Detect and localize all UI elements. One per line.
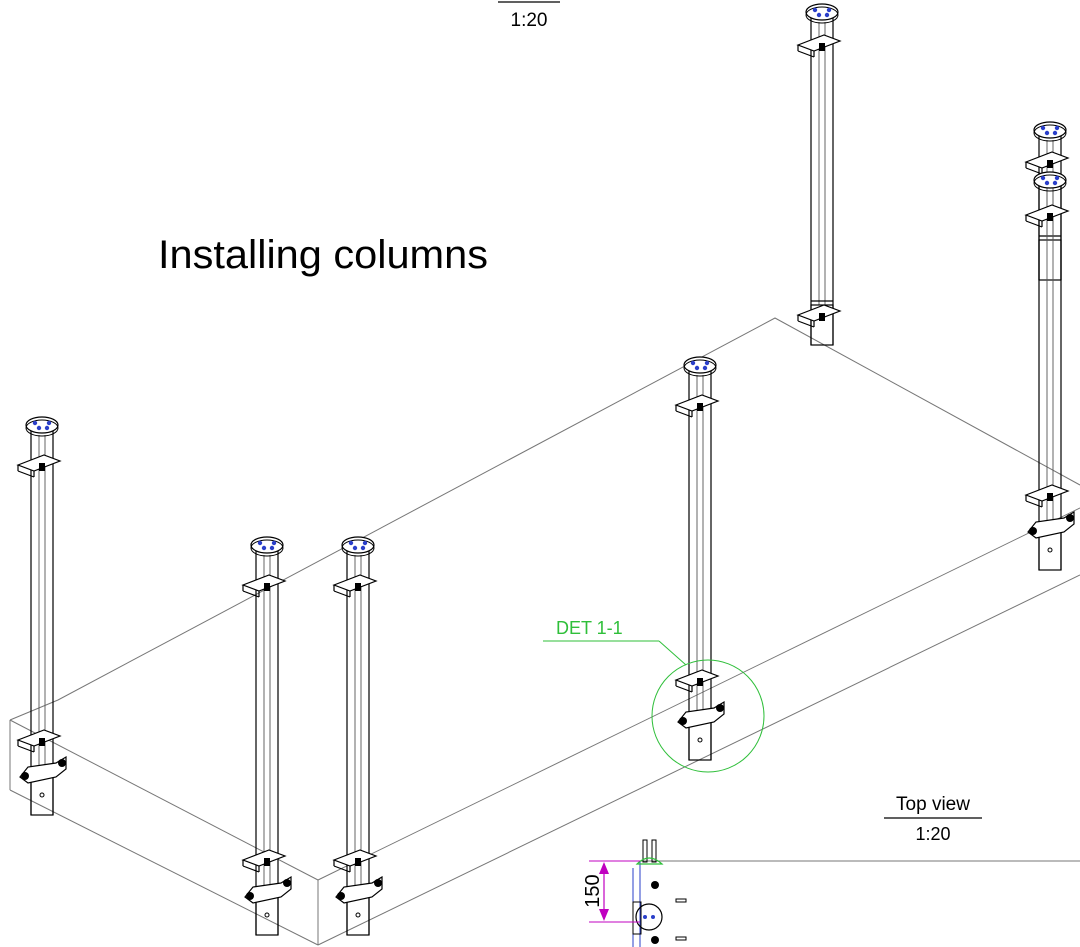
column-2 [241,536,292,936]
column-bracket [332,849,378,873]
top-view-column-circle [635,903,663,931]
top-view-title: Top view [896,794,970,815]
column-7 [1024,171,1075,571]
column-bracket [1024,151,1070,175]
column-base-bracket [677,700,725,743]
detail-label: DET 1-1 [556,618,623,638]
column-base-bracket [244,875,292,918]
column-bracket [674,394,720,418]
column-cap [250,536,284,557]
column-cap [1033,121,1067,142]
column-bracket [241,574,287,598]
columns-group [16,3,1075,936]
top-view: Top view 1:20 150 [582,794,1080,947]
column-cap [1033,171,1067,192]
top-view-scale: 1:20 [915,824,950,844]
dimension-150 [589,860,640,923]
column-cap [683,356,717,377]
column-base-bracket [19,755,67,798]
top-view-tab-2 [675,936,687,941]
column-bracket [1024,204,1070,228]
column-base-bracket [1027,510,1075,553]
column-base-bracket [335,875,383,918]
column-1 [16,416,67,816]
top-view-fork-left [642,839,648,863]
column-bracket [16,729,62,753]
top-view-tab-1 [675,898,687,903]
column-bracket [796,34,842,58]
top-view-hole-1 [643,915,647,919]
top-view-cap [635,857,664,865]
top-view-bolt-2 [651,936,659,944]
column-5 [796,3,842,346]
top-view-bolt-1 [651,881,659,889]
top-view-fork-right [651,839,657,863]
dimension-label: 150 [582,874,604,907]
detail-callout: DET 1-1 [543,618,765,773]
column-bracket [796,304,842,328]
concrete-slab [9,317,1080,946]
column-bracket [241,849,287,873]
column-bracket [16,454,62,478]
top-scale-label: 1:20 [511,10,548,31]
detail-circle [651,659,765,773]
top-view-hole-2 [651,915,655,919]
detail-leader-diagonal [658,640,687,666]
column-cap [805,3,839,24]
column-bracket [1024,484,1070,508]
top-view-bracket [632,901,642,935]
column-bracket [332,574,378,598]
column-3 [332,536,383,936]
column-cap [341,536,375,557]
drawing-title: Installing columns [158,233,488,277]
column-bracket [674,669,720,693]
column-cap [25,416,59,437]
column-4 [674,356,725,761]
